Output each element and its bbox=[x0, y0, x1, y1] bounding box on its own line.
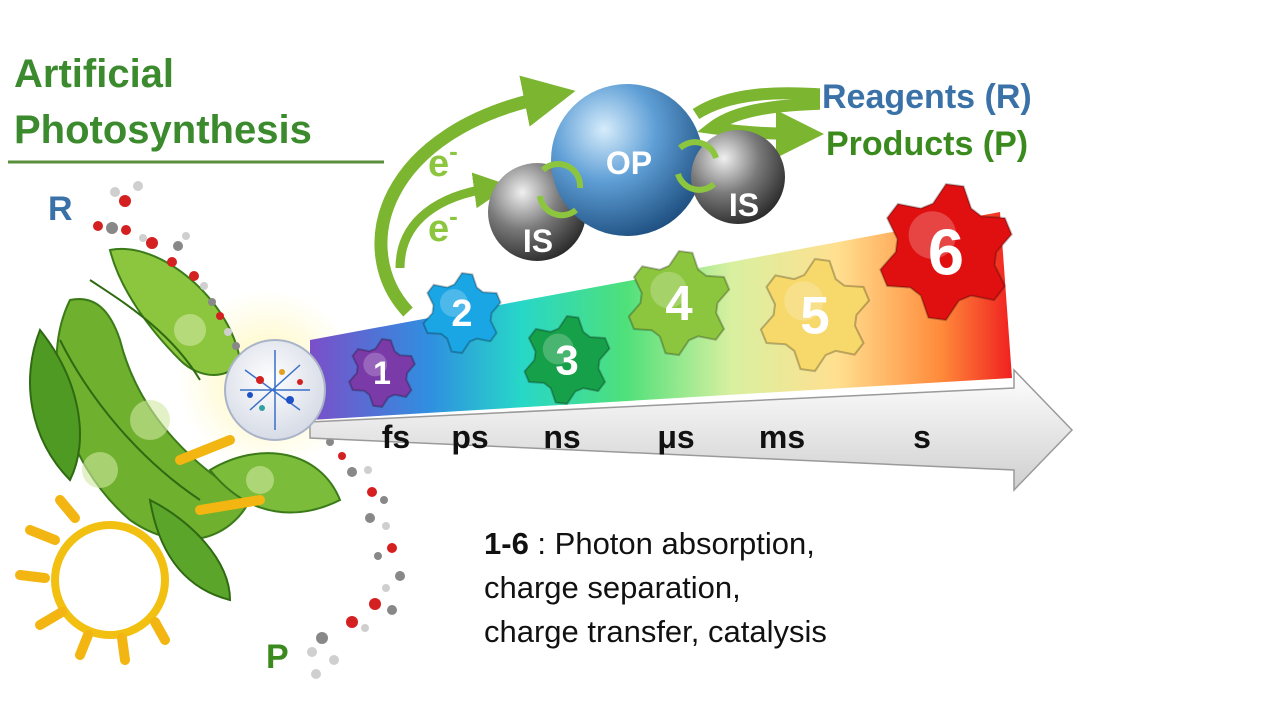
timescale-label: fs bbox=[382, 419, 410, 455]
electron-label-upper: e- bbox=[428, 136, 458, 185]
time-axis-arrow bbox=[309, 368, 1074, 492]
gear-shape bbox=[422, 271, 502, 355]
gear-3: 3 bbox=[523, 314, 611, 406]
gear-shape bbox=[627, 249, 731, 357]
process-caption: 1-6 : Photon absorption, charge separati… bbox=[484, 522, 944, 654]
gear-6: 6 bbox=[879, 182, 1013, 322]
timescale-label: ns bbox=[543, 419, 580, 455]
exchange-cycle-icon-right bbox=[675, 139, 719, 193]
gear-2: 2 bbox=[422, 271, 502, 355]
exchange-cycle-icon-left bbox=[537, 161, 584, 219]
gear-label: 2 bbox=[451, 293, 472, 335]
legend-reagents: Reagents (R) bbox=[822, 78, 1032, 116]
reagent-product-arrow bbox=[692, 87, 824, 158]
gear-1: 1 bbox=[348, 337, 416, 409]
gear-shape bbox=[348, 337, 416, 409]
gear-label: 1 bbox=[373, 355, 391, 391]
timescale-label: μs bbox=[657, 419, 694, 455]
timescale-labels: fs ps ns μs ms s bbox=[382, 419, 931, 455]
gear-shape bbox=[523, 314, 611, 406]
inner-shell-label-left: IS bbox=[523, 223, 553, 259]
caption-line-2: charge separation, bbox=[484, 570, 741, 605]
gear-label: 5 bbox=[800, 286, 829, 345]
outer-particle-label: OP bbox=[606, 145, 652, 181]
reagent-marker: R bbox=[48, 190, 73, 228]
timescale-label: ms bbox=[759, 419, 805, 455]
gear-highlight bbox=[440, 289, 468, 317]
legend-products: Products (P) bbox=[826, 125, 1028, 163]
process-gears: 1 2 3 4 5 6 bbox=[348, 182, 1013, 409]
caption-range: 1-6 bbox=[484, 526, 529, 561]
timescale-label: ps bbox=[451, 419, 488, 455]
title-line-1: Artificial bbox=[14, 52, 174, 96]
gear-4: 4 bbox=[627, 249, 731, 357]
gear-highlight bbox=[363, 352, 388, 377]
timescale-label: s bbox=[913, 419, 931, 455]
gear-shape bbox=[759, 257, 871, 373]
gear-5: 5 bbox=[759, 257, 871, 373]
gear-highlight bbox=[784, 281, 824, 321]
product-molecule-trail bbox=[307, 438, 405, 679]
outer-particle-sphere bbox=[551, 84, 703, 236]
gear-highlight bbox=[650, 271, 687, 309]
gear-label: 4 bbox=[665, 277, 692, 331]
caption-line-1: : Photon absorption, bbox=[528, 526, 815, 561]
crystal-structure-image bbox=[224, 339, 326, 441]
gear-shape bbox=[879, 182, 1013, 322]
title-line-2: Photosynthesis bbox=[14, 108, 312, 152]
electron-arrow-outer bbox=[374, 75, 576, 317]
product-marker: P bbox=[266, 638, 289, 676]
gear-label: 6 bbox=[928, 215, 964, 288]
electron-label-lower: e- bbox=[428, 201, 458, 250]
gear-highlight bbox=[908, 211, 957, 259]
caption-line-3: charge transfer, catalysis bbox=[484, 614, 827, 649]
gear-highlight bbox=[542, 333, 574, 365]
inner-shell-label-right: IS bbox=[729, 187, 759, 223]
reagent-molecule-trail bbox=[93, 181, 240, 350]
gear-label: 3 bbox=[555, 337, 578, 384]
electron-arrow-inner bbox=[395, 172, 510, 269]
leaf-sun-illustration bbox=[15, 247, 358, 665]
